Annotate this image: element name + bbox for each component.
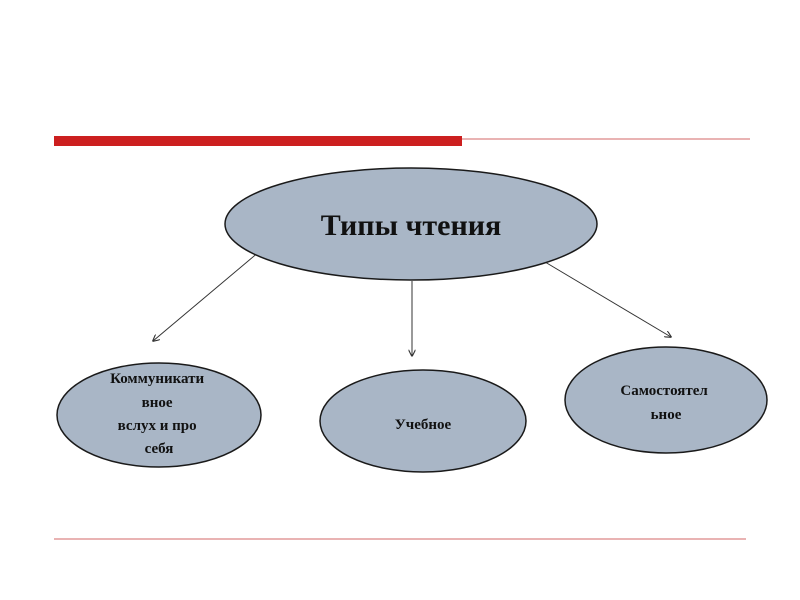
child-ellipse-independent — [564, 346, 768, 454]
child-label-independent: Самостоятел ьное — [620, 383, 711, 423]
child-label-educational: Учебное — [395, 417, 452, 433]
child-node-independent: Самостоятел ьное — [564, 346, 768, 454]
root-ellipse — [224, 167, 598, 281]
child-node-communicative: Коммуникати вное вслух и про себя — [56, 362, 262, 468]
child-label-line: себя — [145, 441, 174, 457]
top-accent-bar — [54, 136, 462, 146]
child-label-line: Коммуникати — [110, 371, 204, 387]
child-node-educational: Учебное — [319, 369, 527, 473]
child-label-line: ьное — [651, 407, 682, 423]
child-ellipse-educational — [319, 369, 527, 473]
child-label-line: вслух и про — [118, 418, 197, 434]
child-ellipse-communicative — [56, 362, 262, 468]
child-label-line: Учебное — [395, 417, 452, 433]
arrow-to-independent — [539, 258, 671, 337]
root-label: Типы чтения — [321, 209, 502, 242]
child-label-line: вное — [142, 395, 173, 411]
arrow-to-communicative — [153, 245, 267, 341]
root-node: Типы чтения — [224, 167, 598, 281]
child-label-line: Самостоятел — [620, 383, 708, 399]
child-label-communicative: Коммуникати вное вслух и про себя — [110, 371, 208, 457]
